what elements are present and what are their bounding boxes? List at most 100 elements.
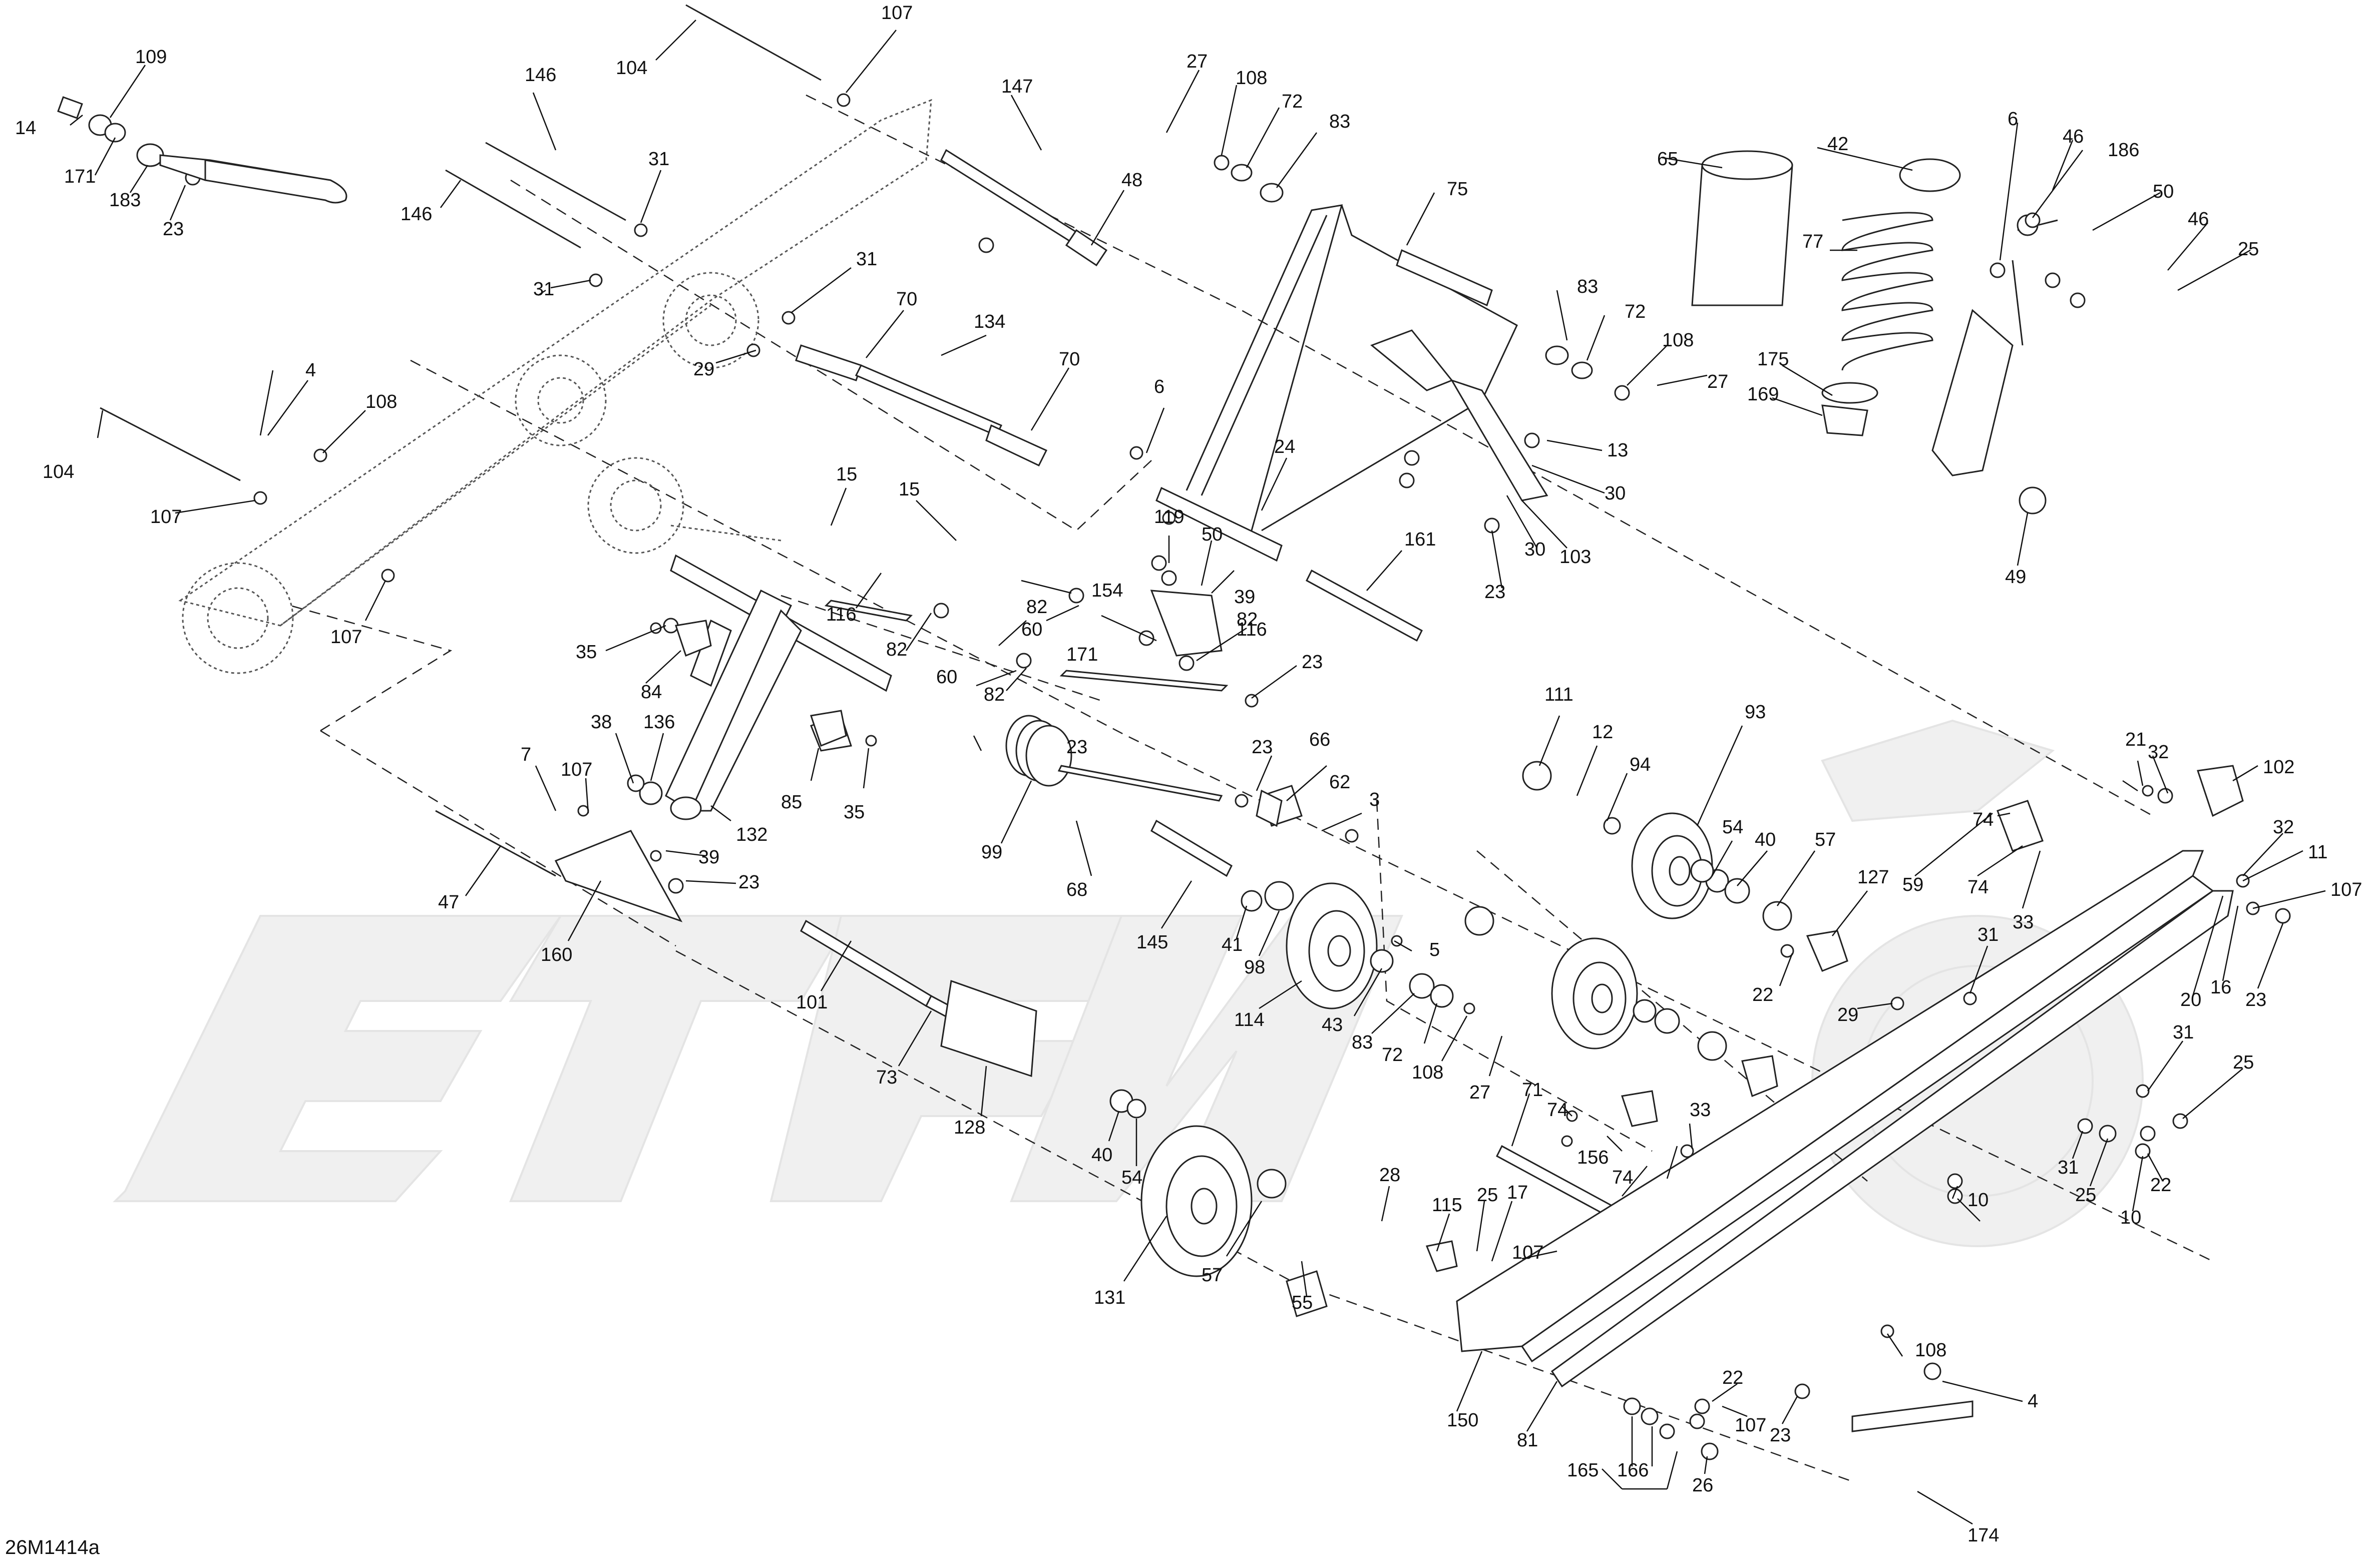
callout-22: 22 <box>1752 984 1773 1005</box>
callout-83: 83 <box>1577 276 1598 297</box>
callout-11: 11 <box>2308 842 2327 863</box>
callout-174: 174 <box>1967 1525 1999 1546</box>
callout-101: 101 <box>796 992 828 1013</box>
callout-39: 39 <box>1234 587 1255 608</box>
callout-108: 108 <box>1915 1340 1946 1361</box>
callout-127: 127 <box>1857 867 1889 888</box>
callout-169: 169 <box>1747 384 1779 405</box>
callout-171: 171 <box>64 166 96 187</box>
callout-60: 60 <box>1021 619 1042 640</box>
callout-81: 81 <box>1517 1430 1538 1451</box>
callout-29: 29 <box>693 359 714 380</box>
callout-108: 108 <box>1236 68 1267 89</box>
callout-82: 82 <box>1237 609 1258 630</box>
callout-82: 82 <box>886 639 907 660</box>
callout-104: 104 <box>43 461 74 482</box>
callout-31: 31 <box>533 279 554 300</box>
callout-186: 186 <box>2108 140 2139 161</box>
callout-33: 33 <box>1690 1100 1711 1121</box>
callout-38: 38 <box>591 712 612 733</box>
front-arm-assembly <box>1155 204 1548 562</box>
callout-57: 57 <box>1815 829 1836 850</box>
callout-107: 107 <box>1512 1242 1543 1263</box>
callout-103: 103 <box>1559 547 1591 568</box>
callout-27: 27 <box>1469 1082 1490 1103</box>
callout-24: 24 <box>1274 436 1295 457</box>
callout-175: 175 <box>1757 349 1789 370</box>
callout-17: 17 <box>1507 1182 1528 1203</box>
callout-49: 49 <box>2005 567 2026 588</box>
callout-50: 50 <box>1202 524 1223 545</box>
callout-4: 4 <box>305 360 316 381</box>
callout-73: 73 <box>876 1067 897 1088</box>
callout-40: 40 <box>1755 829 1776 850</box>
callout-70: 70 <box>1059 349 1080 370</box>
callout-62: 62 <box>1329 772 1350 793</box>
callout-74: 74 <box>1612 1167 1633 1188</box>
callout-27: 27 <box>1707 371 1728 392</box>
callout-114: 114 <box>1234 1009 1265 1030</box>
callout-134: 134 <box>974 311 1005 332</box>
callout-32: 32 <box>2148 742 2169 763</box>
callout-70: 70 <box>896 289 917 310</box>
callout-71: 71 <box>1522 1080 1543 1101</box>
callout-111: 111 <box>1544 684 1573 705</box>
callout-82: 82 <box>984 684 1005 705</box>
callout-72: 72 <box>1382 1044 1403 1066</box>
callout-128: 128 <box>954 1117 985 1138</box>
callout-171: 171 <box>1066 644 1098 665</box>
callout-29: 29 <box>1837 1004 1858 1025</box>
callout-54: 54 <box>1121 1167 1142 1188</box>
callout-119: 119 <box>1154 506 1185 528</box>
center-arm-assembly <box>554 554 1303 922</box>
callout-108: 108 <box>1412 1062 1443 1083</box>
callout-20: 20 <box>2180 989 2201 1010</box>
callout-23: 23 <box>1484 582 1505 603</box>
callout-98: 98 <box>1244 957 1265 978</box>
callout-72: 72 <box>1282 91 1303 112</box>
callout-83: 83 <box>1329 111 1350 132</box>
callout-31: 31 <box>2173 1022 2194 1043</box>
callout-107: 107 <box>561 759 592 780</box>
callout-94: 94 <box>1630 754 1651 775</box>
wheel-93 <box>1631 812 1713 919</box>
callout-48: 48 <box>1121 170 1142 191</box>
callout-132: 132 <box>736 824 767 845</box>
callout-108: 108 <box>365 391 397 412</box>
callout-40: 40 <box>1091 1145 1112 1166</box>
callout-54: 54 <box>1722 817 1743 838</box>
callout-166: 166 <box>1617 1460 1649 1481</box>
callout-7: 7 <box>521 744 531 765</box>
callout-107: 107 <box>2330 879 2362 900</box>
callout-5: 5 <box>1429 939 1440 960</box>
brackets <box>675 620 2044 1432</box>
callout-99: 99 <box>981 842 1002 863</box>
wheel-114 <box>1286 882 1378 1009</box>
callout-116: 116 <box>826 604 857 625</box>
callout-6: 6 <box>2008 109 2018 130</box>
callout-55: 55 <box>1292 1292 1313 1313</box>
figure-reference: 26M1414a <box>5 1536 100 1558</box>
callout-183: 183 <box>109 190 141 211</box>
callout-136: 136 <box>643 712 675 733</box>
callout-22: 22 <box>1722 1367 1743 1388</box>
callout-41: 41 <box>1222 934 1243 955</box>
callout-109: 109 <box>135 47 167 68</box>
callout-42: 42 <box>1827 134 1848 155</box>
callout-31: 31 <box>648 149 669 170</box>
callout-25: 25 <box>2075 1185 2096 1206</box>
callout-25: 25 <box>2233 1052 2254 1073</box>
callout-46: 46 <box>2188 209 2209 230</box>
callout-74: 74 <box>1973 809 1994 830</box>
wheel-131 <box>1140 1125 1253 1277</box>
callout-30: 30 <box>1605 483 1626 504</box>
callout-23: 23 <box>1066 737 1087 758</box>
callout-23: 23 <box>1252 737 1273 758</box>
callout-47: 47 <box>438 892 459 913</box>
callout-75: 75 <box>1447 179 1468 200</box>
callout-160: 160 <box>541 944 572 965</box>
callout-23: 23 <box>1302 652 1323 673</box>
callout-33: 33 <box>2013 912 2034 933</box>
callout-35: 35 <box>576 642 597 663</box>
callout-59: 59 <box>1902 874 1923 895</box>
